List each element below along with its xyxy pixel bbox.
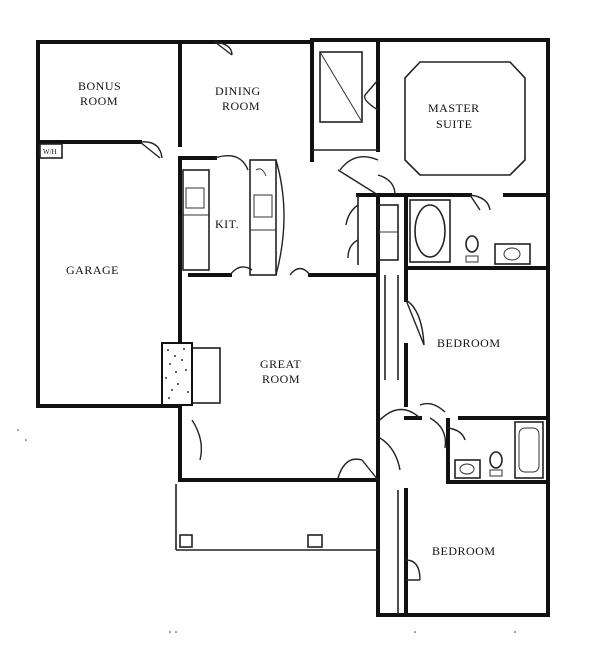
door-swings: [139, 41, 491, 581]
bedroom-2-label: BEDROOM: [432, 544, 496, 558]
dining-room-label-line1: DINING: [215, 84, 261, 98]
master-tray-ceiling: [404, 61, 526, 176]
water-heater-label: W/H: [43, 148, 57, 156]
hall-bath-fixtures: [454, 421, 544, 479]
garage-label: GARAGE: [66, 263, 119, 277]
master-closet: [319, 51, 363, 123]
kitchen-fixtures: [182, 159, 285, 276]
bonus-room-label-line1: BONUS: [78, 79, 121, 93]
water-heater: W/H: [39, 143, 63, 159]
exterior-walls: [36, 38, 550, 617]
master-bath-fixtures: [377, 199, 531, 265]
fireplace: [161, 342, 221, 406]
bonus-room-label-line2: ROOM: [80, 94, 118, 108]
master-suite-label-line1: MASTER: [428, 101, 480, 115]
master-suite-label-line2: SUITE: [436, 117, 473, 131]
great-room-label-line1: GREAT: [260, 357, 301, 371]
scan-noise: [17, 429, 516, 633]
bedroom-1-label: BEDROOM: [437, 336, 501, 350]
room-labels: BONUS ROOM DINING ROOM MASTER SUITE KIT.…: [66, 79, 501, 558]
interior-walls: [36, 38, 550, 617]
dining-room-label-line2: ROOM: [222, 99, 260, 113]
great-room-label-line2: ROOM: [262, 372, 300, 386]
front-porch: [175, 484, 378, 551]
kitchen-label: KIT.: [215, 217, 239, 231]
